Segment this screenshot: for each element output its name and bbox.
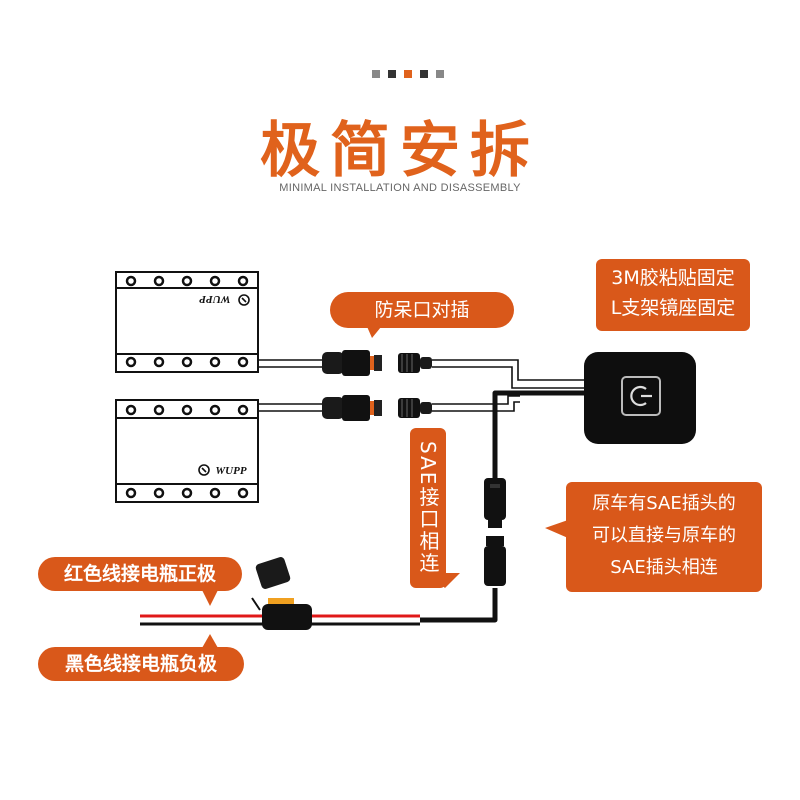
connector-note-label: 防呆口对插 (330, 292, 514, 328)
mount-note-line: 3M胶粘贴固定 (611, 267, 735, 289)
brand-text: WUPP (215, 465, 246, 477)
power-switch-box (584, 352, 696, 444)
dot (420, 70, 428, 78)
sae-note-label: 原车有SAE插头的 可以直接与原车的 SAE插头相连 (566, 482, 762, 592)
sae-note-line: 可以直接与原车的 (592, 525, 736, 546)
page-title: 极简安拆 (260, 116, 540, 186)
light-bar-bottom: WUPP (115, 399, 259, 503)
power-switch-icon (630, 385, 652, 407)
wupp-logo-icon (198, 464, 210, 476)
page-subtitle: MINIMAL INSTALLATION AND DISASSEMBLY (279, 182, 521, 194)
wupp-logo-icon (238, 294, 250, 306)
mounting-holes (125, 275, 249, 368)
brand-text: WUPP (199, 293, 230, 305)
light-bar-top: WUPP (115, 271, 259, 373)
mount-note-label: 3M胶粘贴固定 L支架镜座固定 (596, 259, 750, 331)
mounting-holes (125, 404, 249, 499)
sae-vertical-label: SAE接口相连 (410, 428, 446, 588)
connector-pair-bottom (322, 395, 432, 421)
connector-pair-top (322, 350, 432, 376)
dot (436, 70, 444, 78)
sae-note-line: SAE插头相连 (610, 557, 718, 578)
red-wire-label: 红色线接电瓶正极 (38, 557, 242, 591)
dot (388, 70, 396, 78)
sae-connector-icon (484, 478, 506, 586)
harness-wires (258, 359, 590, 412)
decorative-dots (372, 70, 444, 78)
battery-wires (140, 597, 420, 626)
black-wire-label: 黑色线接电瓶负极 (38, 647, 244, 681)
dot (404, 70, 412, 78)
sae-note-line: 原车有SAE插头的 (592, 493, 736, 514)
mount-note-line: L支架镜座固定 (610, 297, 736, 319)
dot (372, 70, 380, 78)
fuse-holder-icon (255, 557, 312, 630)
main-cable (420, 390, 590, 623)
